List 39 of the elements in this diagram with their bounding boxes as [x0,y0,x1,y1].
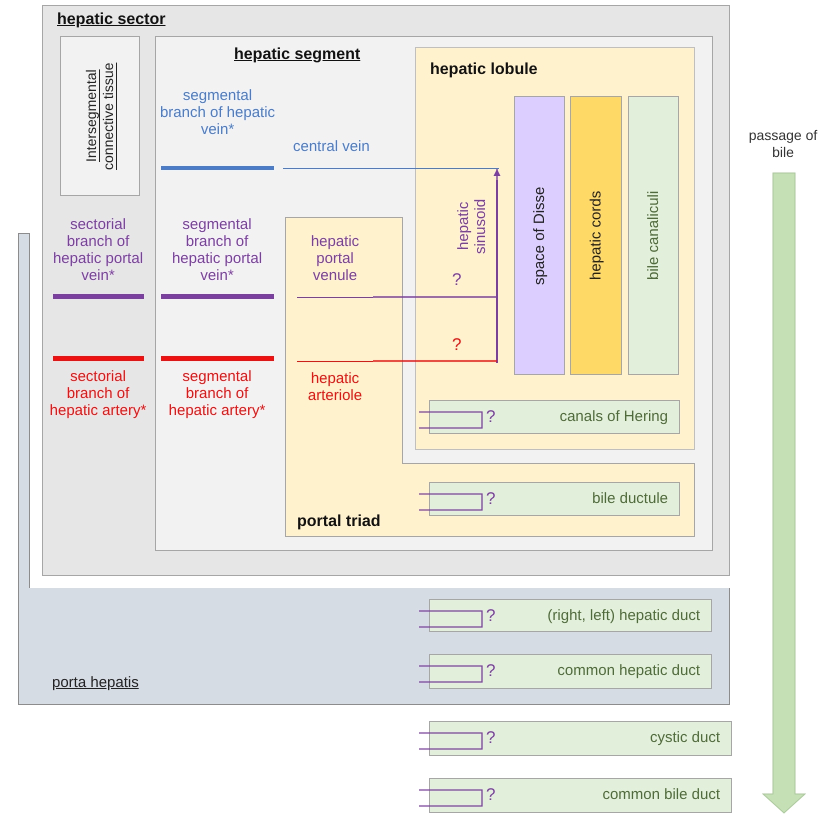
duct-label: common bile duct [601,786,720,803]
tissue-box [60,36,140,196]
question-mark: ? [486,662,496,679]
box-title: portal triad [297,513,382,530]
duct-label: bile ductule [591,490,668,507]
text-label: sectorial branch of hepatic portal vein* [52,216,144,284]
lobule-box [415,47,695,450]
text-label: sectorial branch of hepatic artery* [48,368,148,419]
text-label: segmental branch of hepatic vein* [158,87,276,138]
duct-label: common hepatic duct [556,662,700,679]
duct-label: cystic duct [648,729,720,746]
box-title: Intersegmental connective tissue [82,61,117,172]
duct-label: canals of Hering [558,408,668,425]
question-mark: ? [486,607,496,624]
connector [373,296,497,298]
layer-column [628,96,679,375]
box-title: hepatic sector [57,11,166,28]
box-title: hepatic lobule [430,61,539,78]
question-mark: ? [486,729,496,746]
question-mark: ? [486,408,496,425]
column-label: hepatic cords [586,190,606,282]
box-title: hepatic segment [234,46,362,63]
layer-column [570,96,622,375]
column-label: bile canaliculi [644,190,663,282]
question-mark: ? [486,490,496,507]
duct-label: (right, left) hepatic duct [546,607,700,624]
layer-column [514,96,565,375]
vessel-label: hepatic arteriole [306,370,364,404]
column-label: space of Disse [530,185,549,287]
vessel-label: hepatic portal venule [310,233,360,284]
text-label: segmental branch of hepatic portal vein* [170,216,264,284]
box-title: porta hepatis [52,674,140,691]
question-mark: ? [486,786,496,803]
text-label: segmental branch of hepatic artery* [168,368,266,419]
vessel-label: central vein [293,138,371,155]
connector [494,169,500,180]
connector [373,360,497,362]
text-label: passage of bile [748,127,818,161]
vessel-label: hepatic sinusoid [454,197,490,256]
